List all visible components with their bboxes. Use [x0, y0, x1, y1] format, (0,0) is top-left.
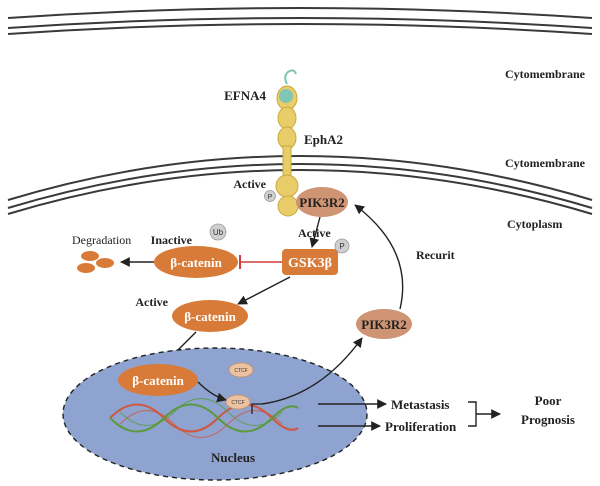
label-nucleus: Nucleus — [211, 450, 255, 465]
arrow-gsk3b-to-bcat-active — [237, 276, 291, 305]
label-active-bcat: Active — [135, 295, 168, 309]
top-membrane — [7, 7, 593, 35]
dna-helix — [109, 398, 299, 438]
label-efna4: EFNA4 — [224, 88, 266, 103]
ctcf-node-1 — [228, 362, 254, 378]
ctcf-label-2: CTCF — [231, 400, 244, 406]
arrow-ctcf-to-pik3r2 — [261, 337, 363, 405]
label-inactive: Inactive — [151, 233, 193, 247]
receptor-phospho-label: P — [268, 194, 273, 201]
ctcf-label-1: CTCF — [234, 368, 247, 374]
bcat-active-node — [172, 300, 248, 332]
pik3r2-low-label: PIK3R2 — [361, 317, 407, 332]
gsk3b-phospho-label: P — [339, 242, 344, 251]
bcat-nucleus-label: β-catenin — [132, 373, 184, 388]
efna4-ligand — [279, 89, 293, 103]
pik3r2-top-label: PIK3R2 — [299, 195, 345, 210]
arrow-recruit — [354, 204, 404, 310]
label-recruit: Recurit — [416, 248, 455, 262]
bcat-inactive-node — [154, 246, 238, 278]
arrow-pik3r2-to-gsk3b — [309, 216, 321, 248]
pik3r2-low-node — [356, 309, 412, 339]
label-active-gsk: Active — [298, 226, 331, 240]
gsk3b-label: GSK3β — [288, 256, 332, 271]
label-cytoplasm: Cytoplasm — [507, 217, 562, 231]
pik3r2-top-node — [296, 187, 348, 217]
ub-label: Ub — [213, 228, 224, 237]
label-epha2: EphA2 — [304, 132, 343, 147]
label-metastasis: Metastasis — [391, 397, 450, 412]
label-cytomembrane-mid: Cytomembrane — [505, 156, 586, 170]
label-degradation: Degradation — [72, 233, 131, 247]
outcome-bracket — [468, 401, 477, 427]
bcat-nucleus-node — [118, 364, 198, 396]
arrow-bcat-to-ctcf — [197, 381, 227, 403]
label-cytomembrane-top: Cytomembrane — [505, 67, 586, 81]
transcription-start — [251, 403, 262, 414]
label-active-receptor: Active — [233, 177, 266, 191]
middle-membrane — [7, 155, 593, 215]
gsk3b-phospho-icon — [334, 238, 350, 254]
bcat-inactive-label: β-catenin — [170, 255, 222, 270]
gsk3b-node — [282, 249, 338, 275]
degradation-fragments — [77, 251, 114, 273]
label-prognosis: Prognosis — [521, 412, 575, 427]
bcat-active-label: β-catenin — [184, 309, 236, 324]
receptor-phospho-icon — [264, 190, 276, 202]
label-poor: Poor — [535, 393, 562, 408]
label-proliferation: Proliferation — [385, 419, 457, 434]
ub-icon — [209, 223, 227, 241]
